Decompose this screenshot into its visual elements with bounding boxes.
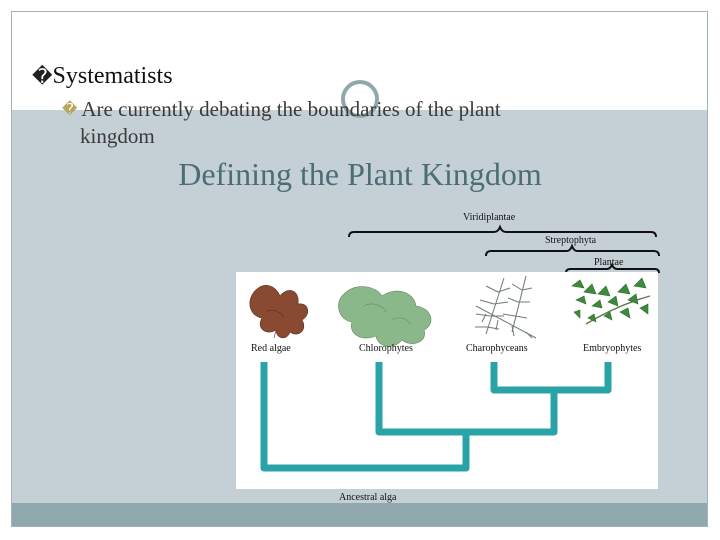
phylogenetic-tree (264, 362, 608, 468)
streptophyta-label: Streptophyta (545, 235, 596, 246)
bullet-marker-icon: � (32, 64, 53, 88)
red-algae-illustration (250, 285, 308, 338)
chlorophytes-illustration (338, 287, 431, 347)
taxon-label-chlorophytes: Chlorophytes (359, 343, 413, 354)
slide-title: Defining the Plant Kingdom (0, 156, 720, 193)
taxon-label-red-algae: Red algae (251, 343, 291, 354)
phylogeny-figure (236, 272, 658, 489)
tree-red-algae-branch (264, 362, 466, 468)
bullet-level2-line1: Are currently debating the boundaries of… (81, 97, 500, 121)
tree-charophyceans-branch (494, 362, 608, 390)
taxon-label-charophyceans: Charophyceans (466, 343, 528, 354)
charophyceans-illustration (475, 276, 536, 338)
bullet-level1-text: Systematists (53, 63, 173, 89)
root-label: Ancestral alga (339, 492, 396, 503)
embryophytes-illustration (572, 278, 650, 324)
footer-bar (12, 503, 707, 526)
phylogeny-svg (236, 272, 658, 489)
bullet-level2-line2: kingdom (80, 124, 600, 149)
viridiplantae-label: Viridiplantae (463, 212, 515, 223)
plantae-label: Plantae (594, 257, 623, 268)
taxon-label-embryophytes: Embryophytes (583, 343, 641, 354)
bullet-level1: �Systematists (32, 63, 173, 90)
bullet-marker-icon: � (62, 100, 77, 118)
tree-clade-bracket (379, 428, 554, 432)
bullet-level2: �Are currently debating the boundaries o… (62, 97, 582, 149)
slide-title-text: Defining the Plant Kingdom (178, 156, 542, 192)
